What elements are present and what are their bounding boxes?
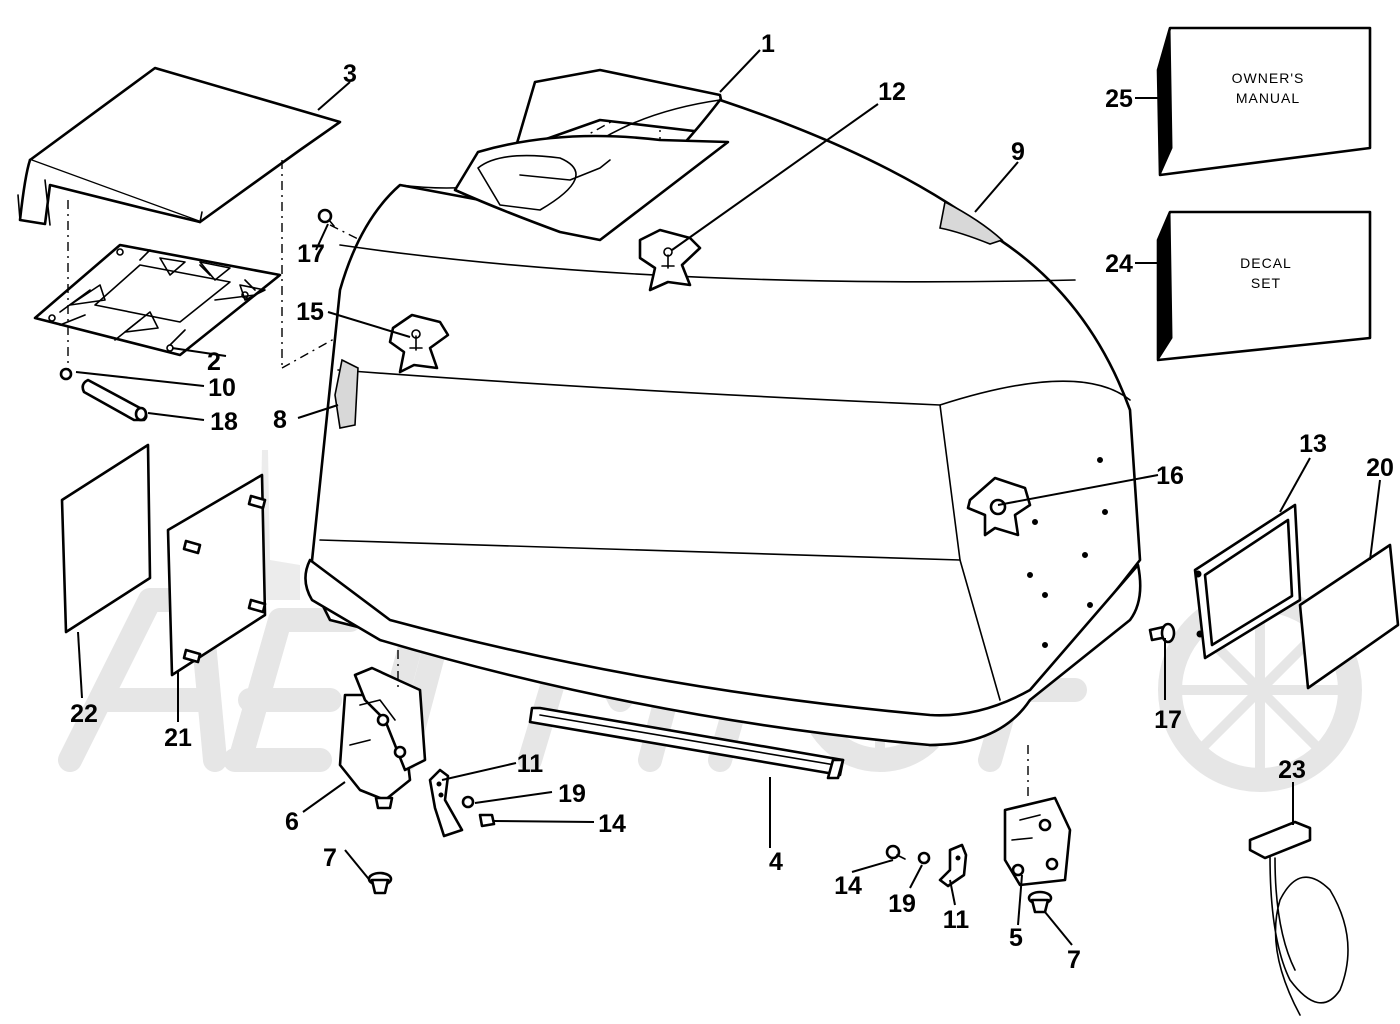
callout-5: 5 <box>1009 924 1023 952</box>
callout-11-right: 11 <box>943 906 970 934</box>
part-22-plate <box>60 443 152 634</box>
callout-18: 18 <box>210 408 238 436</box>
part-3-top-cover <box>17 66 342 226</box>
part-6-latch <box>338 666 427 810</box>
callout-21: 21 <box>164 724 192 752</box>
callout-7-left: 7 <box>323 844 337 872</box>
callout-19-right: 19 <box>888 890 916 918</box>
callouts: 1 2 3 4 5 6 7 7 8 9 10 11 11 12 13 14 14… <box>70 30 1394 974</box>
part-4-seal-strip <box>528 706 845 780</box>
callout-16: 16 <box>1156 462 1184 490</box>
part-13-frame <box>1193 503 1302 660</box>
callout-9: 9 <box>1011 138 1025 166</box>
callout-19-left: 19 <box>558 780 586 808</box>
callout-14-right: 14 <box>834 872 862 900</box>
callout-17-right: 17 <box>1154 706 1182 734</box>
part-11-bracket-left <box>428 768 464 838</box>
part-5-latch-plate <box>1003 796 1072 887</box>
callout-6: 6 <box>285 808 299 836</box>
part-9-patch <box>939 200 1004 245</box>
callout-12: 12 <box>878 78 906 106</box>
leader-lines <box>75 49 1381 946</box>
part-18-bumper <box>81 378 148 422</box>
callout-25: 25 <box>1105 85 1133 113</box>
callout-23: 23 <box>1278 756 1306 784</box>
part-19-washer-left <box>461 795 475 809</box>
box-25-owners-manual: OWNER'S MANUAL <box>1156 26 1372 177</box>
callout-11-left: 11 <box>517 750 544 778</box>
part-19-washer-right <box>917 851 931 865</box>
callout-13: 13 <box>1299 430 1327 458</box>
part-10-screw <box>59 367 73 381</box>
part-17-screw-right <box>1148 622 1176 644</box>
part-14-screw-right <box>885 844 906 860</box>
callout-3: 3 <box>343 60 357 88</box>
callout-8: 8 <box>273 406 287 434</box>
callout-10: 10 <box>208 374 236 402</box>
callout-1: 1 <box>761 30 775 58</box>
part-14-screw-left <box>478 813 496 828</box>
decal-set-line1: DECAL <box>1240 255 1292 271</box>
callout-14-left: 14 <box>598 810 626 838</box>
part-15-bracket <box>388 313 450 374</box>
part-17-screw-top <box>317 208 335 227</box>
callout-20: 20 <box>1366 454 1394 482</box>
callout-2: 2 <box>207 348 221 376</box>
callout-15: 15 <box>296 298 324 326</box>
owners-manual-line2: MANUAL <box>1236 90 1300 106</box>
decal-set-line2: SET <box>1251 275 1281 291</box>
part-1-engine-hood <box>304 68 1142 747</box>
part-7-plug-right <box>1027 890 1053 914</box>
callout-17-top: 17 <box>297 240 325 268</box>
part-12-bracket <box>638 228 702 292</box>
part-16-bracket <box>966 476 1032 537</box>
part-20-plate <box>1298 543 1400 690</box>
part-23-cable <box>1248 820 1349 1016</box>
part-21-plate <box>166 473 267 677</box>
box-24-decal-set: DECAL SET <box>1156 210 1372 362</box>
callout-7-right: 7 <box>1067 946 1081 974</box>
part-7-plug-left <box>367 871 393 895</box>
callout-22: 22 <box>70 700 98 728</box>
owners-manual-line1: OWNER'S <box>1232 70 1305 86</box>
part-11-bracket-right <box>938 843 968 888</box>
part-8-patch <box>334 358 359 429</box>
callout-4: 4 <box>769 848 783 876</box>
part-2-gasket <box>33 243 282 357</box>
watermark-text: AeroMoto <box>696 998 706 1001</box>
callout-24: 24 <box>1105 250 1133 278</box>
